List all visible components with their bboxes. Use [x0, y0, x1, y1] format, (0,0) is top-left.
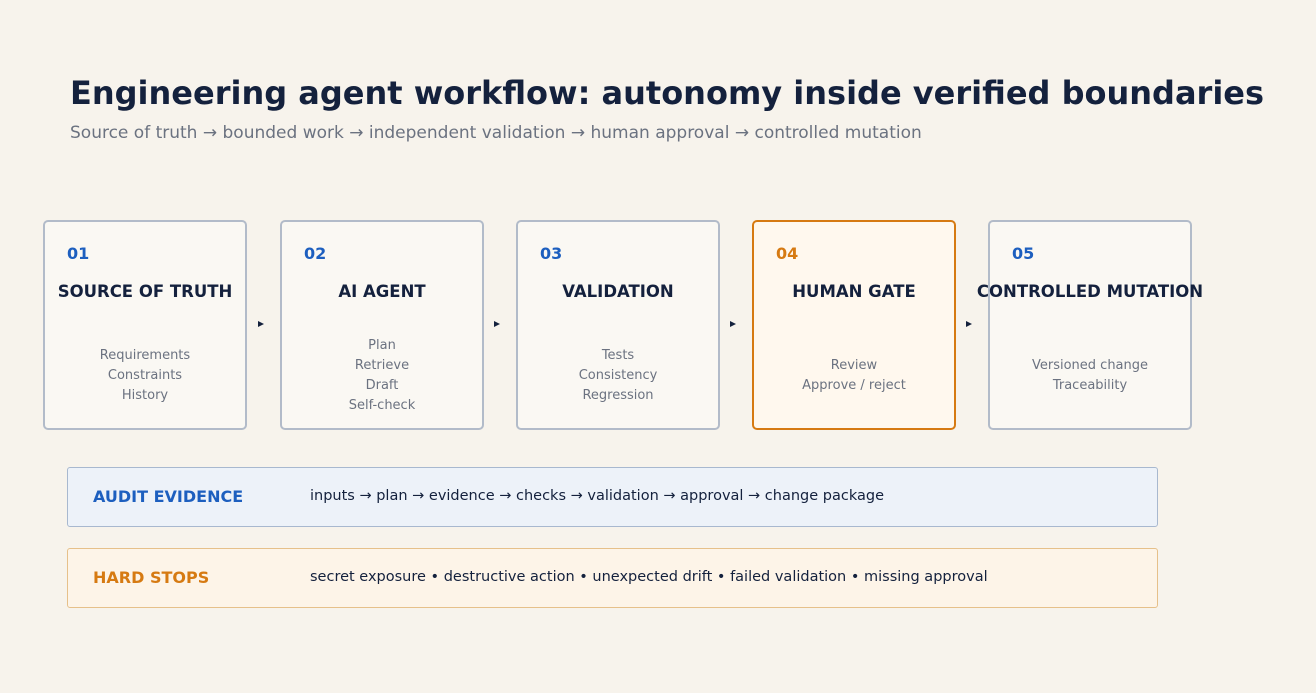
audit-evidence-band: AUDIT EVIDENCE inputs → plan → evidence … [67, 467, 1158, 527]
step-card-source-of-truth: 01 SOURCE OF TRUTH Requirements Constrai… [43, 220, 247, 430]
audit-evidence-text: inputs → plan → evidence → checks → vali… [310, 488, 884, 504]
step-item: Retrieve [354, 358, 410, 373]
arrow-right-icon [258, 321, 264, 327]
step-title: CONTROLLED MUTATION [976, 282, 1204, 301]
hard-stops-band: HARD STOPS secret exposure • destructive… [67, 548, 1158, 608]
audit-evidence-label: AUDIT EVIDENCE [93, 487, 244, 506]
step-card-validation: 03 VALIDATION Tests Consistency Regressi… [516, 220, 720, 430]
step-title: VALIDATION [562, 282, 674, 301]
step-item: Regression [582, 388, 654, 403]
step-item: Requirements [99, 348, 191, 363]
step-number: 04 [776, 244, 799, 263]
step-item: Plan [368, 338, 396, 353]
step-number: 05 [1012, 244, 1035, 263]
step-title: HUMAN GATE [792, 282, 916, 301]
page-subtitle: Source of truth → bounded work → indepen… [70, 123, 922, 143]
step-card-human-gate: 04 HUMAN GATE Review Approve / reject [752, 220, 956, 430]
step-card-controlled-mutation: 05 CONTROLLED MUTATION Versioned change … [977, 220, 1203, 430]
step-item: Self-check [348, 398, 416, 413]
step-number: 02 [304, 244, 327, 263]
step-items: Requirements Constraints History [45, 338, 245, 414]
step-item: Approve / reject [802, 378, 906, 393]
step-number: 01 [67, 244, 90, 263]
step-title: SOURCE OF TRUTH [57, 282, 233, 301]
step-item: Review [830, 358, 878, 373]
step-item: Draft [365, 378, 399, 393]
hard-stops-text: secret exposure • destructive action • u… [310, 569, 988, 585]
step-item: Traceability [1052, 378, 1128, 393]
step-title: AI AGENT [338, 282, 426, 301]
step-item: History [121, 388, 169, 403]
step-item: Versioned change [1031, 358, 1149, 373]
page-title: Engineering agent workflow: autonomy ins… [70, 74, 1265, 112]
arrow-right-icon [966, 321, 972, 327]
hard-stops-label: HARD STOPS [93, 568, 210, 587]
step-item: Consistency [578, 368, 658, 383]
step-card-ai-agent: 02 AI AGENT Plan Retrieve Draft Self-che… [280, 220, 484, 430]
step-item: Tests [601, 348, 635, 363]
arrow-right-icon [730, 321, 736, 327]
step-items: Tests Consistency Regression [518, 338, 718, 414]
step-items: Versioned change Traceability [990, 338, 1190, 414]
step-number: 03 [540, 244, 563, 263]
arrow-right-icon [494, 321, 500, 327]
step-item: Constraints [107, 368, 183, 383]
step-items: Plan Retrieve Draft Self-check [282, 338, 482, 414]
step-items: Review Approve / reject [754, 338, 954, 414]
